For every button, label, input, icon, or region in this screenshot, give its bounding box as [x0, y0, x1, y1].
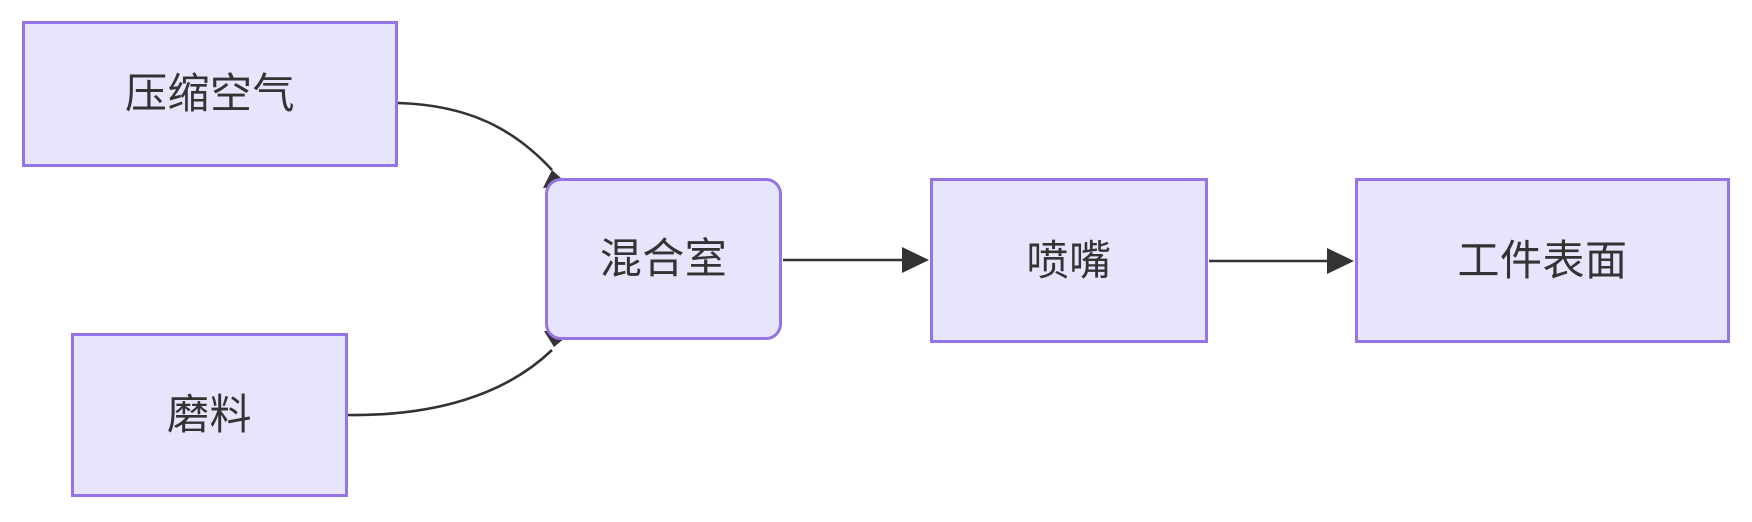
edge-abrasive-to-mixing-chamber: [347, 331, 572, 417]
edge-mixing-chamber-to-nozzle: [783, 247, 929, 273]
node-label: 喷嘴: [1026, 235, 1112, 285]
node-compressed-air[interactable]: 压缩空气: [22, 21, 398, 167]
node-mixing-chamber[interactable]: 混合室: [545, 178, 782, 340]
arrowhead-icon: [902, 247, 929, 273]
node-workpiece-surface[interactable]: 工件表面: [1355, 178, 1730, 343]
node-label: 磨料: [166, 390, 252, 439]
edge-compressed-air-to-mixing-chamber: [397, 101, 570, 188]
edge-nozzle-to-workpiece-surface: [1209, 248, 1354, 274]
node-label: 混合室: [599, 234, 728, 283]
arrowhead-icon: [1327, 248, 1354, 274]
node-nozzle[interactable]: 喷嘴: [930, 178, 1208, 343]
edge-line: [347, 349, 553, 417]
edge-line: [397, 101, 553, 171]
node-label: 压缩空气: [124, 69, 295, 118]
node-label: 工件表面: [1457, 235, 1628, 285]
node-abrasive[interactable]: 磨料: [71, 333, 348, 497]
